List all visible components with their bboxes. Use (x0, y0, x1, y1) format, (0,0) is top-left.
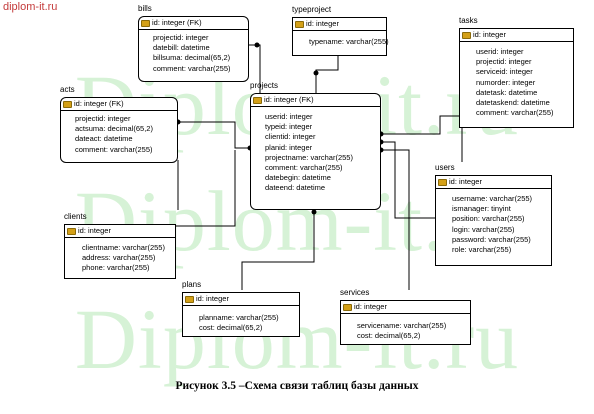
field: serviceid: integer (476, 67, 533, 77)
field: dateend: datetime (265, 183, 326, 193)
entity-projects[interactable]: projects id: integer (FK) userid: intege… (250, 81, 381, 210)
entity-users[interactable]: users id: integer username: varchar(255)… (435, 163, 552, 266)
field: billsuma: decimal(65,2) (153, 53, 231, 63)
link-acts-projects (178, 121, 250, 149)
field: servicename: varchar(255) (357, 321, 447, 330)
link-plans-projects (241, 210, 315, 290)
entity-acts-pk: id: integer (FK) (74, 99, 124, 108)
key-icon (141, 19, 150, 27)
field: clientid: integer (265, 132, 316, 142)
key-icon (67, 227, 76, 235)
figure-caption: Рисунок 3.5 –Схема связи таблиц базы дан… (175, 380, 419, 392)
field: position: varchar(255) (452, 214, 525, 224)
field: datebill: datetime (153, 43, 210, 53)
field: comment: varchar(255) (265, 163, 343, 173)
entity-bills-pk: id: integer (FK) (152, 18, 202, 27)
entity-tasks-title: tasks (459, 16, 478, 25)
link-end-dot (311, 209, 317, 215)
field: comment: varchar(255) (476, 108, 554, 118)
entity-bills-title: bills (138, 4, 152, 13)
field: login: varchar(255) (452, 224, 515, 234)
field: cost: decimal(65,2) (199, 323, 263, 333)
key-icon (185, 295, 194, 303)
entity-bills[interactable]: bills id: integer (FK) projectid: intege… (138, 4, 249, 82)
field: comment: varchar(255) (75, 144, 153, 154)
entity-tasks-pk: id: integer (473, 30, 506, 39)
field: password: varchar(255) (452, 234, 531, 244)
field: datebegin: datetime (265, 173, 331, 183)
entity-typeproject-pk: id: integer (306, 19, 339, 28)
field: projectname: varchar(255) (265, 152, 353, 162)
field: typeid: integer (265, 122, 313, 132)
key-icon (462, 31, 471, 39)
entity-plans-title: plans (182, 280, 202, 289)
entity-acts[interactable]: acts id: integer (FK) projectid: integer… (60, 85, 178, 163)
field: dateact: datetime (75, 134, 133, 144)
field: actsuma: decimal(65,2) (75, 124, 153, 134)
entity-users-title: users (435, 163, 455, 172)
entity-typeproject[interactable]: typeproject id: integer typename: varcha… (292, 5, 389, 56)
key-icon (343, 303, 352, 311)
entity-services-title: services (340, 288, 370, 297)
field: projectid: integer (476, 57, 532, 67)
field: projectid: integer (75, 114, 131, 123)
field: phone: varchar(255) (82, 263, 150, 273)
entity-clients-pk: id: integer (78, 226, 111, 235)
link-tasks-projects (381, 115, 459, 135)
field: numorder: integer (476, 77, 536, 87)
field: cost: decimal(65,2) (357, 331, 421, 341)
entity-projects-pk: id: integer (FK) (264, 95, 314, 104)
field: datetask: datetime (476, 87, 538, 97)
field: typename: varchar(255) (309, 37, 389, 46)
field: username: varchar(255) (452, 194, 533, 203)
site-label[interactable]: diplom-it.ru (3, 1, 58, 13)
field: planid: integer (265, 142, 313, 152)
field: role: varchar(255) (452, 245, 512, 255)
entity-plans-pk: id: integer (196, 294, 229, 303)
entity-users-pk: id: integer (449, 177, 482, 186)
link-end-dot (254, 42, 260, 48)
entity-services-pk: id: integer (354, 302, 387, 311)
field: userid: integer (265, 112, 313, 121)
link-bills-projects (248, 44, 261, 93)
field: userid: integer (476, 47, 524, 56)
link-typeproject-projects (315, 56, 339, 93)
key-icon (253, 96, 262, 104)
entity-plans[interactable]: plans id: integer planname: varchar(255)… (182, 280, 300, 337)
entity-clients[interactable]: clients id: integer clientname: varchar(… (64, 212, 176, 279)
entity-projects-title: projects (250, 81, 279, 90)
field: clientname: varchar(255) (82, 243, 165, 252)
key-icon (295, 20, 304, 28)
field: comment: varchar(255) (153, 63, 231, 73)
entity-typeproject-title: typeproject (292, 5, 332, 14)
entity-tasks[interactable]: tasks id: integer userid: integer projec… (459, 16, 574, 128)
field: projectid: integer (153, 33, 209, 42)
link-end-dot (313, 70, 319, 76)
key-icon (63, 100, 72, 108)
field: planname: varchar(255) (199, 313, 279, 322)
entity-services[interactable]: services id: integer servicename: varcha… (340, 288, 471, 345)
field: datetaskend: datetime (476, 98, 550, 108)
field: ismanager: tinyint (452, 204, 511, 214)
entity-clients-title: clients (64, 212, 87, 221)
field: address: varchar(255) (82, 253, 156, 263)
key-icon (438, 178, 447, 186)
link-services-projects (381, 149, 410, 290)
link-clients-projects (176, 150, 236, 227)
link-users-projects (381, 141, 435, 219)
entity-acts-title: acts (60, 85, 75, 94)
